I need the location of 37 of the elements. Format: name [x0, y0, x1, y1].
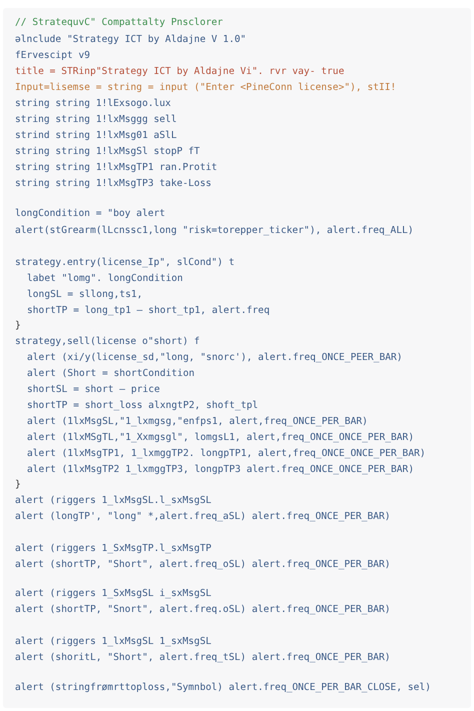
code-line: alert (riggers 1_SxMsgTP.l_sxMsgTP — [15, 542, 212, 555]
code-line: labet "lomg". longCondition — [27, 272, 183, 285]
code-line: alert (1lxMsgTP1, 1_lxmggTP2. longpTP1, alert,freq_ONCE_ONCE_PER_BAR) — [27, 447, 426, 460]
code-line: string string 1!lxMsgSl stopP fT — [15, 145, 200, 158]
code-line: string string 1!lxMsgTP3 take-Loss — [15, 177, 212, 190]
code-line: alert (Short = shortCondition — [27, 367, 195, 380]
code-line: longCondition = "boy alert — [15, 207, 166, 220]
code-line: shortSL = short – price — [27, 383, 160, 396]
code-line: alert (riggers 1_lxMsgSL.l_sxMsgSL — [15, 494, 212, 507]
code-line: alert (shortTP, "Short", alert.freq_oSL) alert.freq_ONCE_PER_BAR) — [15, 558, 390, 571]
code-line: alert (xi/y(license_sd,"long, "snorc'), alert.freq_ONCE_PEER_BAR) — [27, 351, 402, 364]
code-line: shortTP = long_tp1 – short_tp1, alert.freq — [27, 304, 270, 317]
code-line: alert(stGrearm(lLcnssc1,long "risk=torepper_ticker"), alert.freq_ALL) — [15, 224, 414, 237]
code-line: ǝlnclude "Strategy ICT by Aldajne V 1.0" — [15, 33, 246, 46]
code-line: } — [15, 478, 21, 491]
code-line: alert (riggers 1_SxMsgSL i_sxMsgSL — [15, 587, 212, 600]
code-line: strind string 1!lxMsg01 aSlL — [15, 129, 177, 142]
code-line: string string 1!lxMsgTP1 ran.Protit — [15, 161, 218, 174]
code-line: alert (1lxMsgSL,"1_lxmgsg,"enfps1, alert,freq_ONCE_PER_BAR) — [27, 415, 368, 428]
code-line: fErvescipt v9 — [15, 49, 90, 62]
code-line: Input=lisemse = string = input ("Enter <PineConn license>"), stII! — [15, 81, 396, 94]
code-line: // StratequvC" Compattalty Pnsclorer — [15, 16, 223, 29]
code-line: strategy,sell(license o"short) f — [15, 335, 200, 348]
code-line: alert (shoritL, "Short", alert.freq_tSL) alert.freq_ONCE_PER_BAR) — [15, 651, 390, 664]
code-line: strategy.entry(license_Ip", slCond") t — [15, 256, 234, 269]
code-line: string string 1!lExsogo.lux — [15, 97, 171, 110]
code-line: title = STRinp"Strategy ICT by Aldajne Vi". rvr vay- true — [15, 65, 344, 78]
code-line: string string 1!lxMsggg sell — [15, 113, 177, 126]
code-line: } — [15, 319, 21, 332]
code-line: alert (longTP', "long" *,alert.freq_aSL) alert.freq_ONCE_PER_BAR) — [15, 510, 390, 523]
code-line: alert (stringfrømrttoploss,"Symnbol) alert.freq_ONCE_PER_BAR_CLOSE, sel) — [15, 681, 431, 694]
code-line: alert (riggers 1_lxMsgSL 1_sxMsgSL — [15, 635, 212, 648]
code-line: longSL = sllong,ts1, — [27, 288, 143, 301]
code-line: alert (1lxMsgTP2 1_lxmggTP3, longpTP3 alert.freq_ONCE_ONCE_PER_BAR) — [27, 463, 414, 476]
code-line: shortTP = short_loss alxngtP2, shoft_tpl — [27, 399, 258, 412]
code-line: alert (shortTP, "Snort", alert.freq.oSL) alert.freq_ONCE_PER_BAR) — [15, 603, 390, 616]
code-line: alert (1lxMSgTL,"1_Xxmgsgl", lomgsL1, alert,freq_ONCE_ONCE_PER_BAR) — [27, 431, 414, 444]
